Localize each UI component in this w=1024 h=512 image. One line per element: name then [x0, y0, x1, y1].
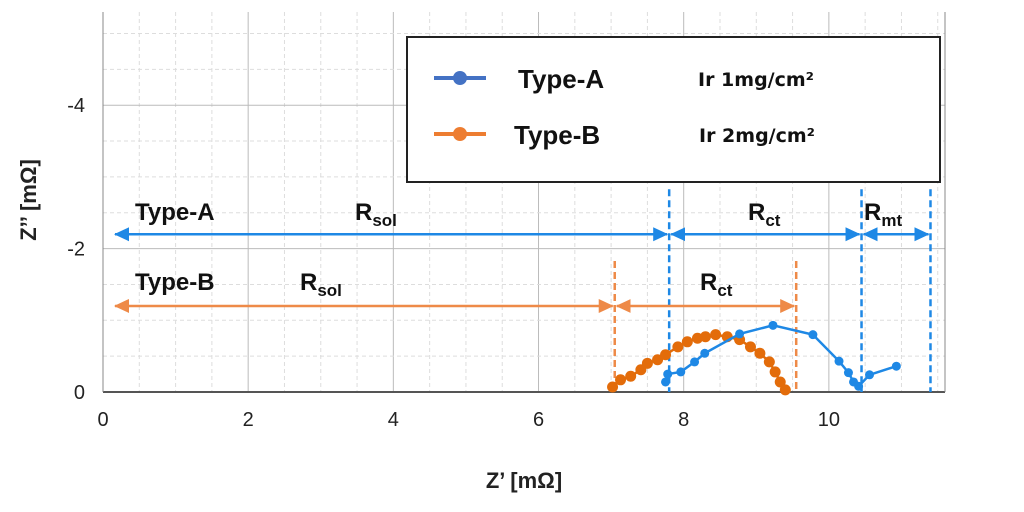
data-series	[607, 320, 901, 396]
data-point	[676, 367, 686, 377]
legend: Type-A Ir 1mg/cm² Type-B Ir 2mg/cm²	[406, 36, 941, 183]
type-a-label: Type-A	[135, 199, 215, 226]
y-axis-label: Z’’ [mΩ]	[16, 159, 41, 241]
type-b-rct-label: Rct	[700, 269, 733, 300]
data-point	[615, 374, 627, 386]
x-tick-label: 0	[97, 409, 108, 431]
tick-labels: 0 2 4 6 8 10 0 -2 -4	[67, 95, 840, 431]
data-point	[754, 347, 766, 359]
data-point	[672, 341, 684, 353]
data-point	[779, 384, 791, 396]
x-axis-label: Z’ [mΩ]	[486, 468, 562, 493]
data-point	[744, 341, 756, 353]
legend-label-type-a: Type-A	[518, 64, 604, 94]
data-point	[652, 354, 664, 366]
legend-note-type-b: Ir 2mg/cm²	[699, 125, 815, 147]
legend-box	[406, 36, 941, 183]
data-point	[607, 381, 619, 393]
type-a-rct-label: Rct	[748, 199, 781, 230]
type-a-rsol-label: Rsol	[355, 199, 397, 230]
x-tick-label: 6	[533, 409, 544, 431]
data-point	[843, 368, 853, 378]
y-tick-label: 0	[74, 382, 85, 404]
data-point	[699, 331, 711, 343]
data-point	[891, 361, 901, 371]
type-b-label: Type-B	[135, 269, 215, 296]
x-tick-label: 4	[388, 409, 399, 431]
data-point	[661, 377, 671, 387]
data-point	[834, 356, 844, 366]
data-point	[663, 369, 673, 379]
data-point	[625, 370, 637, 382]
x-tick-label: 8	[678, 409, 689, 431]
data-point	[690, 357, 700, 367]
y-tick-label: -2	[67, 239, 85, 261]
y-tick-label: -4	[67, 95, 85, 117]
x-tick-label: 2	[243, 409, 254, 431]
data-point	[774, 376, 786, 388]
data-point	[769, 366, 781, 378]
legend-label-type-b: Type-B	[514, 120, 600, 150]
data-point	[660, 349, 672, 361]
x-tick-label: 10	[818, 409, 840, 431]
legend-note-type-a: Ir 1mg/cm²	[698, 69, 814, 91]
data-point	[681, 336, 693, 348]
legend-marker-type-a	[453, 71, 467, 85]
data-point	[808, 330, 818, 340]
data-point	[641, 357, 653, 369]
data-point	[854, 381, 864, 391]
data-point	[710, 329, 722, 341]
data-point	[700, 348, 710, 358]
data-point	[735, 329, 745, 339]
type-a-rmt-label: Rmt	[864, 199, 902, 230]
legend-marker-type-b	[453, 127, 467, 141]
type-b-rsol-label: Rsol	[300, 269, 342, 300]
data-point	[865, 370, 875, 380]
data-point	[763, 356, 775, 368]
data-point	[768, 320, 778, 330]
